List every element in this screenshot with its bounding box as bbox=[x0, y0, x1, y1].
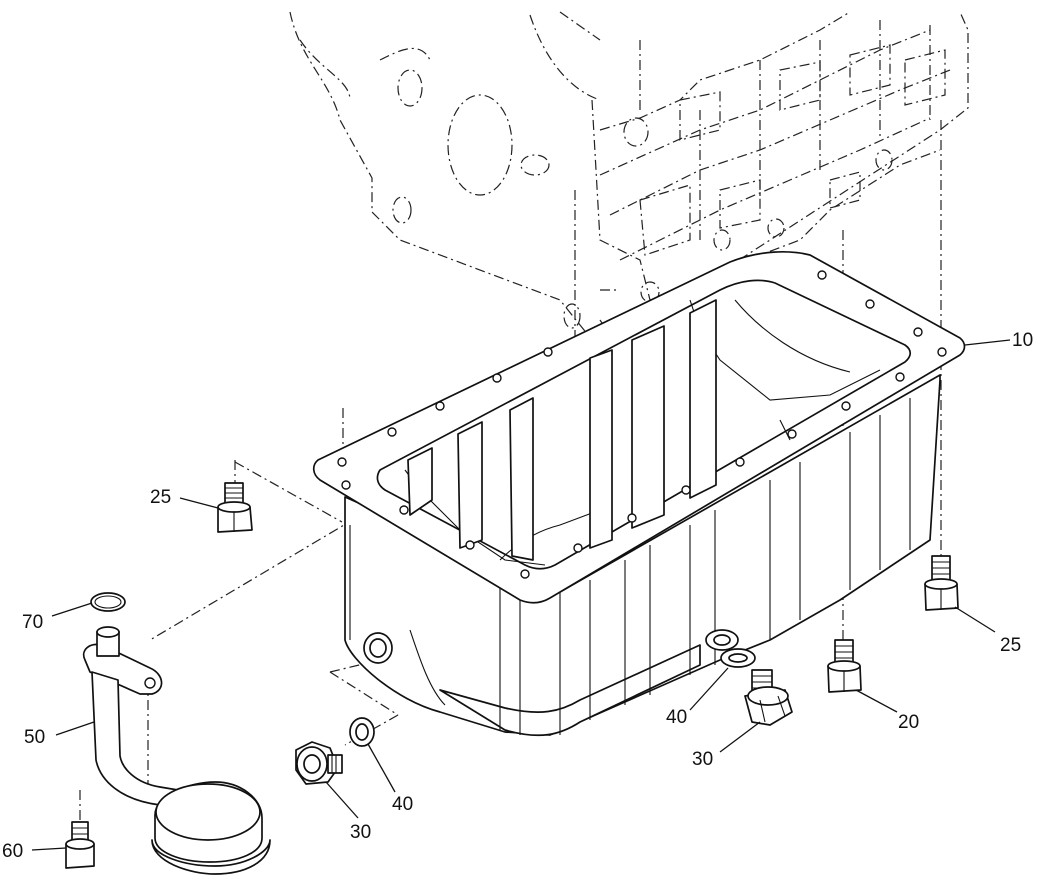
bolt-25-left bbox=[217, 482, 253, 533]
callouts: 10 25 25 70 50 60 30 40 40 30 20 bbox=[2, 330, 1033, 862]
engine-block-outline bbox=[289, 11, 969, 351]
callout-50: 50 bbox=[24, 727, 45, 748]
callout-40-right: 40 bbox=[666, 707, 687, 728]
callout-20: 20 bbox=[898, 712, 919, 733]
washer-40-left bbox=[349, 717, 375, 747]
bolt-25-right bbox=[924, 555, 959, 611]
callout-60: 60 bbox=[2, 841, 23, 862]
callout-25-left: 25 bbox=[150, 487, 171, 508]
leader-lines bbox=[31, 339, 1011, 851]
oil-pan bbox=[312, 250, 966, 737]
callout-30-left: 30 bbox=[350, 822, 371, 843]
bolt-20 bbox=[827, 639, 862, 693]
callout-25-right: 25 bbox=[1000, 635, 1021, 656]
flange-bolt-holes bbox=[337, 270, 947, 579]
o-ring-70 bbox=[90, 592, 126, 612]
callout-40-left: 40 bbox=[392, 794, 413, 815]
callout-10: 10 bbox=[1012, 330, 1033, 351]
washer-40-right bbox=[720, 648, 756, 668]
bolt-60 bbox=[65, 821, 95, 869]
drain-plug-30-right bbox=[744, 669, 793, 726]
oil-strainer-50 bbox=[82, 626, 271, 875]
callout-30-right: 30 bbox=[692, 749, 713, 770]
callout-70: 70 bbox=[22, 612, 43, 633]
drain-plug-30-left bbox=[295, 741, 343, 785]
